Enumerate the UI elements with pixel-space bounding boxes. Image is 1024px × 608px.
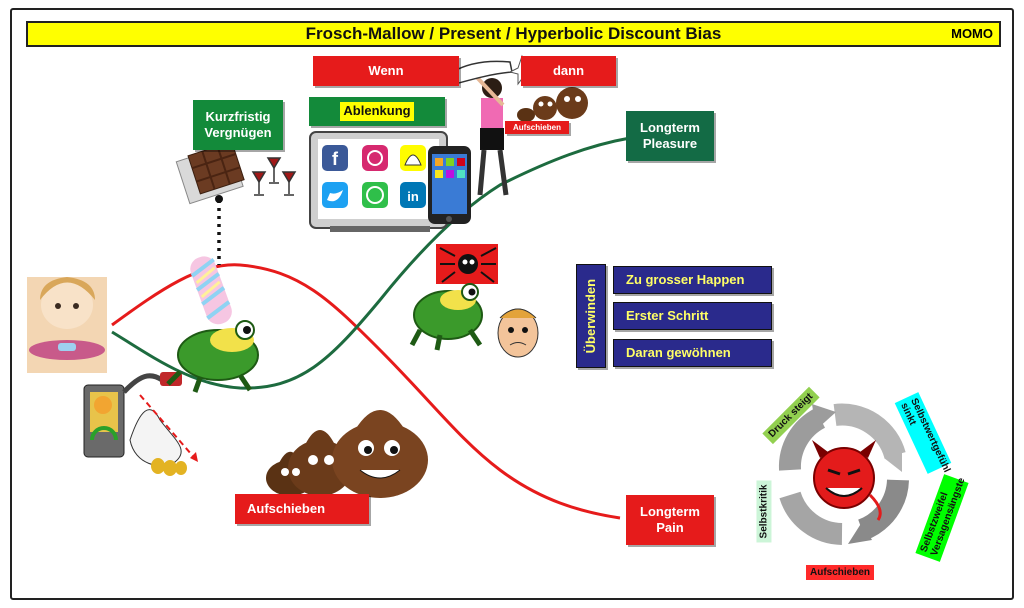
frog-icon <box>166 320 259 393</box>
chocolate-icon <box>175 141 245 205</box>
poop-icon <box>266 410 428 498</box>
ueberwinden-title: Überwinden <box>582 278 598 354</box>
title-bar: Frosch-Mallow / Present / Hyperbolic Dis… <box>26 21 1001 47</box>
worried-face-icon <box>497 308 539 358</box>
facebook-icon: f <box>322 145 348 171</box>
longterm-pleasure-line1: Longterm <box>640 119 700 135</box>
aufschieben-label: Aufschieben <box>235 494 369 524</box>
twitter-icon <box>322 182 348 208</box>
wine-glasses-icon <box>251 157 297 196</box>
devil-icon <box>812 440 882 521</box>
child-photo <box>27 277 107 373</box>
brand-label: MOMO <box>951 26 993 41</box>
snapchat-icon <box>400 145 426 171</box>
instagram-icon <box>362 145 388 171</box>
cycle-label-selbstkritik: Selbstkritik <box>756 480 772 543</box>
frog-icon <box>409 283 483 351</box>
svg-text:f: f <box>332 149 339 169</box>
cycle-label-aufschieben: Aufschieben <box>806 565 875 580</box>
longterm-pleasure-box: Longterm Pleasure <box>626 111 714 161</box>
longterm-pain-line1: Longterm <box>640 503 700 519</box>
kurzfristig-line2: Vergnügen <box>204 125 272 140</box>
svg-text:in: in <box>407 189 419 204</box>
linkedin-icon: in <box>400 182 426 208</box>
battery-goose-illustration <box>83 372 199 476</box>
longterm-pleasure-curve <box>111 136 631 390</box>
overcome-item: Erster Schritt <box>613 302 772 330</box>
ueberwinden-vertical-box: Überwinden <box>576 264 606 368</box>
aufschieben-small-label: Aufschieben <box>505 121 569 134</box>
canvas-frame <box>10 8 1014 600</box>
marshmallow-icon <box>190 256 232 325</box>
overcome-item: Zu grosser Happen <box>613 266 772 294</box>
ablenkung-box: Ablenkung <box>309 97 445 126</box>
longterm-pleasure-line2: Pleasure <box>642 136 698 151</box>
whatsapp-icon <box>362 182 388 208</box>
longterm-pain-line2: Pain <box>656 520 684 535</box>
ablenkung-label: Ablenkung <box>340 102 414 121</box>
dann-label: dann <box>521 56 616 86</box>
procrastination-cycle <box>778 403 909 545</box>
kurzfristig-line1: Kurzfristig <box>205 108 271 124</box>
page-title: Frosch-Mallow / Present / Hyperbolic Dis… <box>305 24 722 43</box>
kurzfristig-vergnuegen-box: Kurzfristig Vergnügen <box>193 100 283 150</box>
phone-icon <box>428 146 471 224</box>
poop-icon <box>517 87 588 122</box>
wenn-label: Wenn <box>313 56 459 86</box>
spider-icon <box>436 244 498 284</box>
longterm-pain-box: Longterm Pain <box>626 495 714 545</box>
overcome-item: Daran gewöhnen <box>613 339 772 367</box>
performer-figure <box>468 68 509 196</box>
